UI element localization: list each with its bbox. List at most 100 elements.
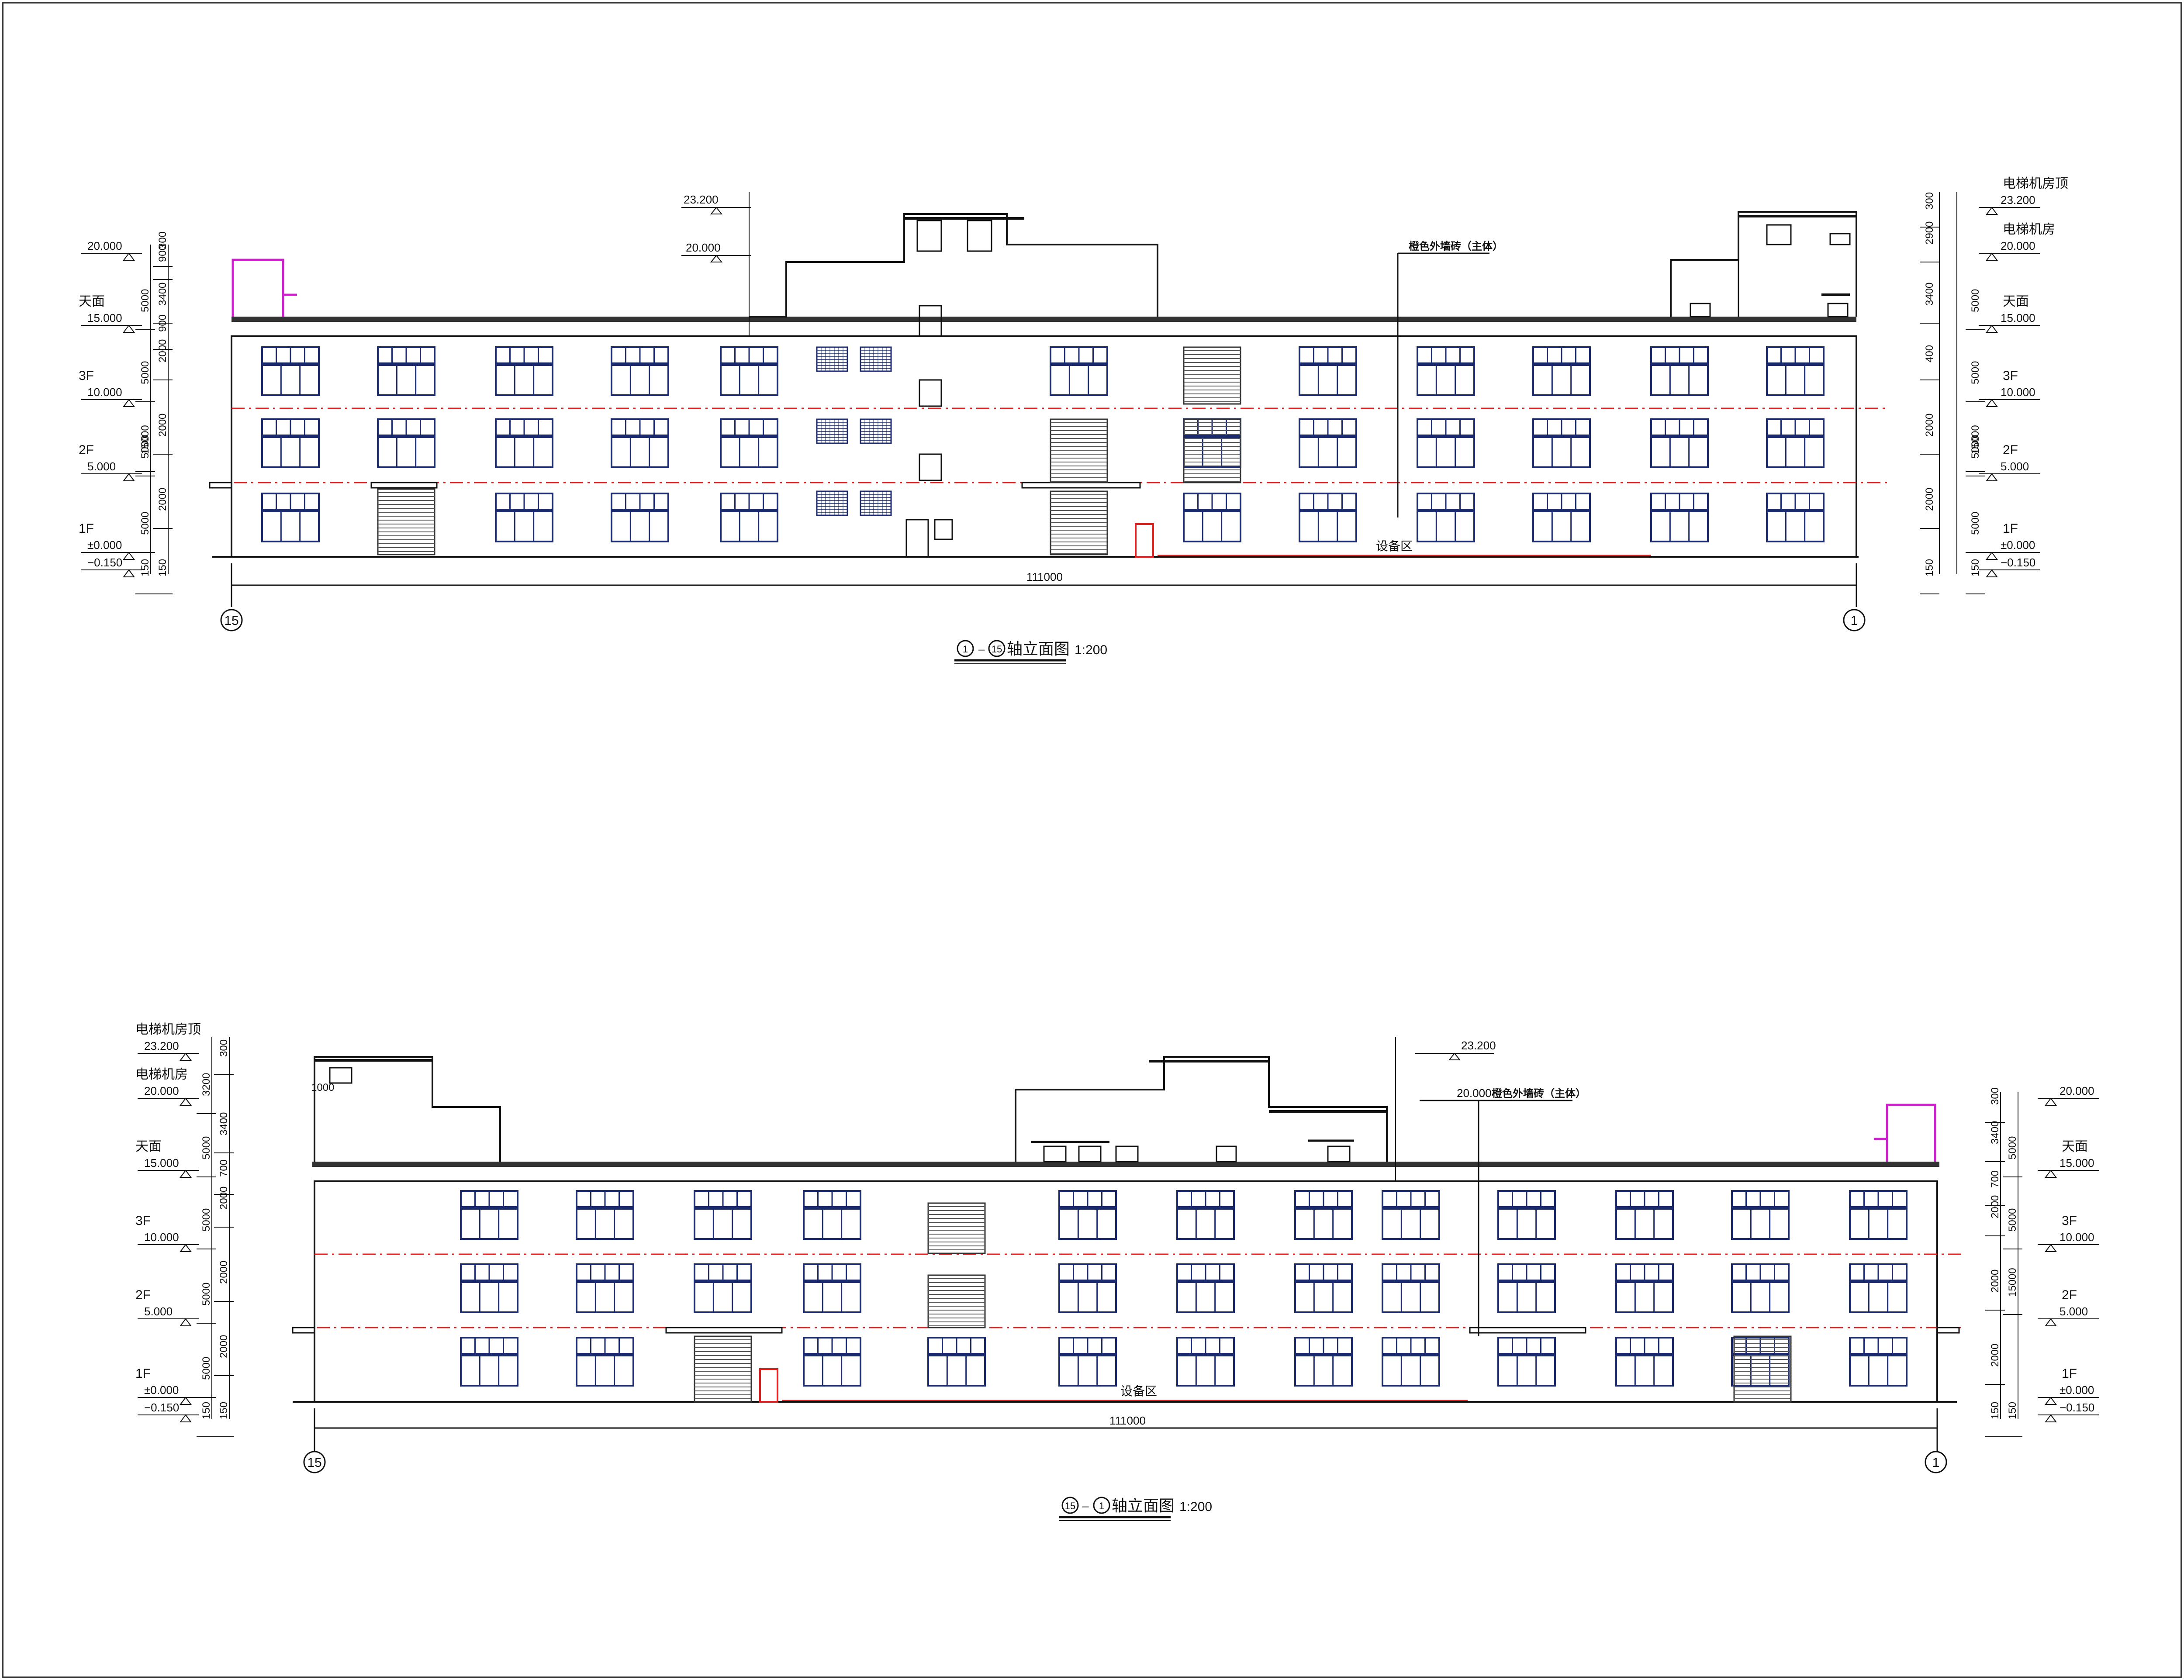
ground-note: 设备区 [1120, 1384, 1157, 1398]
shutter-frame [377, 488, 435, 555]
shutter-frame [927, 1274, 986, 1328]
canopy [292, 1327, 315, 1334]
window [1176, 1190, 1235, 1240]
window-transom [1617, 1280, 1672, 1283]
window [803, 1337, 861, 1387]
window-transom [1060, 1280, 1115, 1283]
shutter-frame [927, 1202, 986, 1254]
window [1497, 1263, 1556, 1313]
axis-label-left: 15 [224, 614, 238, 628]
dimension-text: 300 [157, 231, 169, 249]
louver-vent [816, 418, 848, 444]
window [611, 346, 669, 396]
dimension-text: 5000 [2007, 1136, 2018, 1159]
level-triangle [2045, 1244, 2057, 1252]
level-name: 3F [135, 1214, 151, 1228]
machine-window [1829, 233, 1851, 245]
level-marker: 15.000 天面 [2038, 1139, 2099, 1178]
dimension-text: 300 [1989, 1087, 2001, 1105]
ground-note: 设备区 [1376, 539, 1413, 553]
window-transom [1296, 1353, 1351, 1356]
dimension-text: 2000 [1989, 1195, 2001, 1218]
stair-window [919, 305, 942, 337]
rooftop-stair-structure [1015, 1056, 1388, 1162]
window [495, 493, 553, 542]
window-transom [1499, 1206, 1554, 1210]
dimension-text: 5000 [200, 1357, 212, 1380]
window-transom [263, 509, 318, 512]
dimension-text: 5000 [139, 512, 151, 535]
level-name: 电梯机房顶 [2003, 176, 2068, 191]
level-name: 2F [2062, 1288, 2077, 1302]
window-transom [1499, 1353, 1554, 1356]
level-value: ±0.000 [2060, 1383, 2094, 1397]
canopy [370, 482, 438, 489]
window-transom [722, 362, 777, 366]
window [1176, 1263, 1235, 1313]
window-transom [1652, 509, 1707, 512]
window-transom [577, 1280, 632, 1283]
level-value: 20.000 [144, 1084, 179, 1097]
center-level-value: 20.000 [686, 241, 721, 254]
level-triangle [2045, 1169, 2057, 1178]
window-transom [1768, 435, 1823, 438]
window [576, 1190, 634, 1240]
window [1183, 493, 1241, 542]
level-value: 15.000 [2060, 1156, 2094, 1169]
stair-window [919, 379, 942, 407]
dimension-text: 2000 [1924, 488, 1935, 511]
window-transom [577, 1206, 632, 1210]
window [1417, 493, 1475, 542]
level-triangle [180, 1052, 192, 1061]
window [576, 1263, 634, 1313]
right-level-markers: 23.200电梯机房顶20.000电梯机房15.000天面10.0003F5.0… [1979, 176, 2068, 577]
title-axis-right: 15 [992, 644, 1002, 655]
window [803, 1263, 861, 1313]
dimension-text: 300 [1924, 192, 1935, 210]
window [1299, 418, 1357, 468]
window-transom [612, 435, 667, 438]
level-triangle [180, 1414, 192, 1422]
level-triangle [123, 552, 135, 560]
roller-shutter [377, 488, 435, 555]
axis-bubble [220, 609, 243, 631]
level-marker: −0.150 [2038, 1401, 2099, 1422]
title-text: 轴立面图 [1112, 1497, 1175, 1514]
elevation-1: 橙色外墙砖（主体） 设备区 111000 15 1 1 – [79, 176, 2068, 664]
window [1849, 1337, 1908, 1387]
roller-shutter [1183, 346, 1241, 405]
window [1497, 1190, 1556, 1240]
window-transom [1851, 1353, 1906, 1356]
level-value: 15.000 [87, 311, 122, 324]
level-triangle [2045, 1397, 2057, 1405]
roller-shutter [694, 1335, 752, 1403]
elevation-drawings: 橙色外墙砖（主体） 设备区 111000 15 1 1 – [79, 176, 2099, 1521]
dimension-texts: 5000500050005000150150009003400900200020… [135, 192, 1985, 594]
dimension-text: 2000 [218, 1335, 230, 1358]
shutter-frame [694, 1335, 752, 1403]
window [261, 346, 320, 396]
level-name: 1F [2003, 521, 2018, 536]
window [1176, 1337, 1235, 1387]
level-name: 3F [2003, 369, 2018, 383]
dimension-text: 2000 [218, 1261, 230, 1284]
window-transom [1300, 362, 1355, 366]
level-value: 5.000 [87, 460, 116, 473]
window-transom [1178, 1280, 1233, 1283]
window-transom [1383, 1206, 1438, 1210]
window-transom [1851, 1206, 1906, 1210]
roof-parapet [312, 1162, 1939, 1167]
dimension-text: 300 [218, 1039, 230, 1057]
window [1650, 418, 1709, 468]
dimension-text: 700 [218, 1159, 230, 1177]
window-transom [1652, 362, 1707, 366]
level-name: 天面 [79, 294, 105, 309]
window [1058, 1190, 1117, 1240]
level-triangle [123, 473, 135, 481]
level-name: 天面 [2062, 1139, 2088, 1154]
